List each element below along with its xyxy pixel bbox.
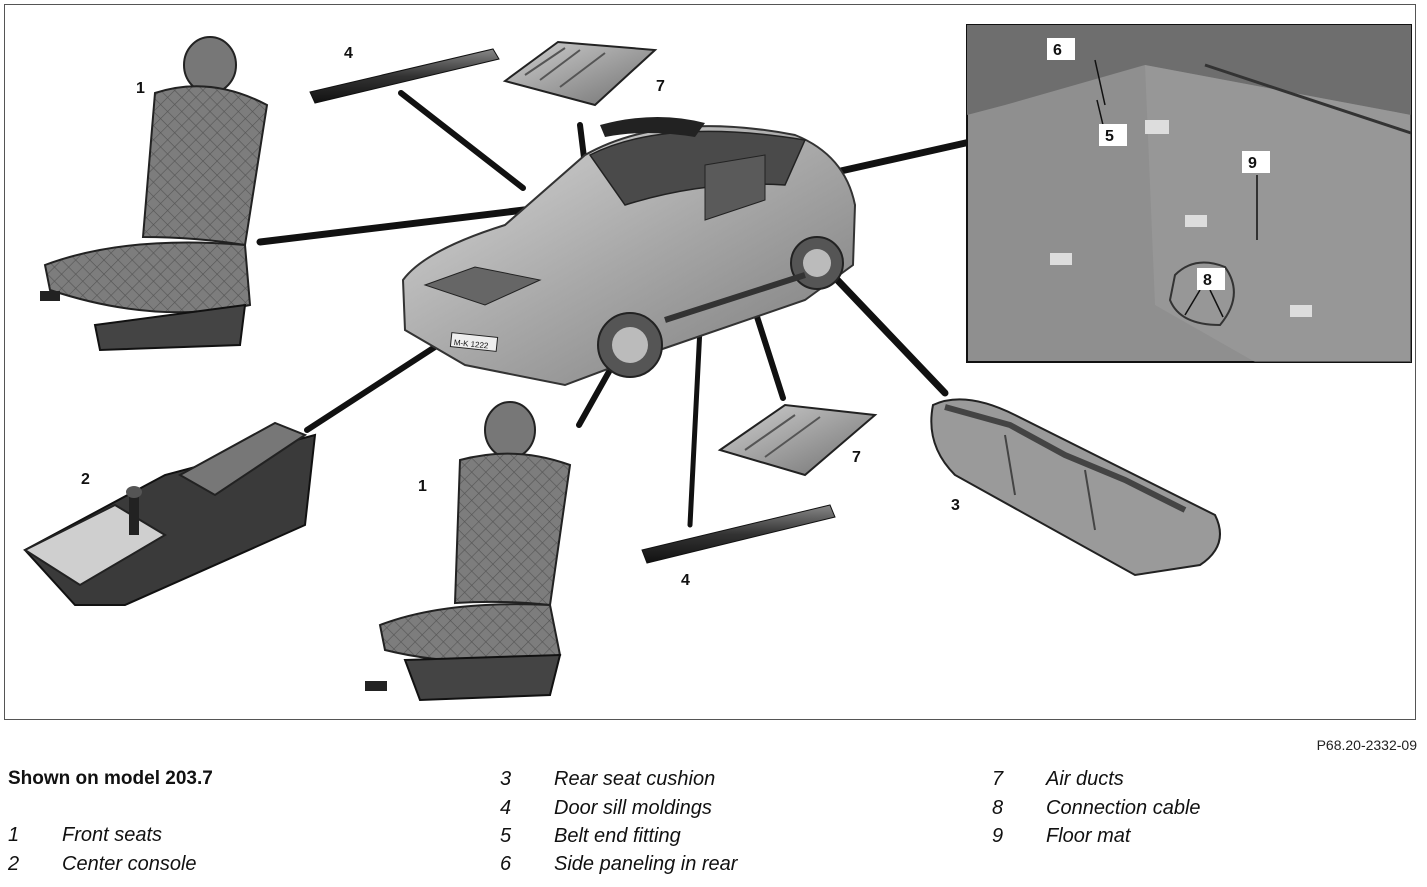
callout-1-left-seat: 1 — [136, 80, 145, 97]
legend-number: 4 — [500, 797, 512, 819]
legend-text: Belt end fitting — [554, 825, 681, 847]
callout-1-center-seat: 1 — [418, 478, 427, 495]
inset-callout-6: 6 — [1053, 42, 1062, 59]
legend-text: Center console — [62, 853, 197, 875]
legend-number: 9 — [992, 825, 1004, 847]
legend-text: Side paneling in rear — [554, 853, 738, 875]
inset-callout-8: 8 — [1203, 272, 1212, 289]
legend-number: 6 — [500, 853, 512, 875]
center-console — [22, 421, 317, 606]
legend-number: 3 — [500, 768, 512, 790]
legend-text: Connection cable — [1046, 797, 1201, 819]
inset-callout-5: 5 — [1105, 128, 1114, 145]
legend-text: Front seats — [62, 824, 163, 846]
callout-7-duct-bottom: 7 — [852, 449, 861, 466]
front-seat-center — [365, 401, 572, 702]
legend-number: 1 — [8, 824, 20, 846]
interior-components-illustration: M-K 1222 — [22, 24, 1412, 702]
front-seat-left — [40, 36, 269, 352]
figure-frame: M-K 1222 — [4, 4, 1416, 720]
callout-7-duct-top: 7 — [656, 78, 665, 95]
legend-text: Air ducts — [1046, 768, 1124, 790]
license-plate-text: M-K 1222 — [453, 338, 489, 351]
legend-text: Door sill moldings — [554, 797, 712, 819]
callout-2-center-console: 2 — [81, 471, 90, 488]
legend-text: Rear seat cushion — [554, 768, 716, 790]
inset-photo-floor: 6 5 9 8 — [966, 24, 1412, 363]
air-duct-top — [502, 40, 658, 107]
drawing-code: P68.20-2332-09 — [1316, 737, 1417, 753]
door-sill-molding-top — [309, 48, 500, 104]
legend-number: 5 — [500, 825, 512, 847]
legend-number: 2 — [8, 853, 20, 875]
legend-number: 7 — [992, 768, 1004, 790]
model-line: Shown on model 203.7 — [8, 768, 213, 789]
rear-seat-cushion — [930, 398, 1221, 577]
car-illustration: M-K 1222 — [401, 116, 857, 387]
callout-4-sill-bottom: 4 — [681, 572, 690, 589]
callout-3-rear-seat-cushion: 3 — [951, 497, 960, 514]
callout-4-sill-top: 4 — [344, 45, 353, 62]
air-duct-bottom — [717, 403, 878, 477]
door-sill-molding-bottom — [641, 504, 836, 564]
inset-callout-9: 9 — [1248, 155, 1257, 172]
legend-text: Floor mat — [1046, 825, 1131, 847]
legend-number: 8 — [992, 797, 1004, 819]
